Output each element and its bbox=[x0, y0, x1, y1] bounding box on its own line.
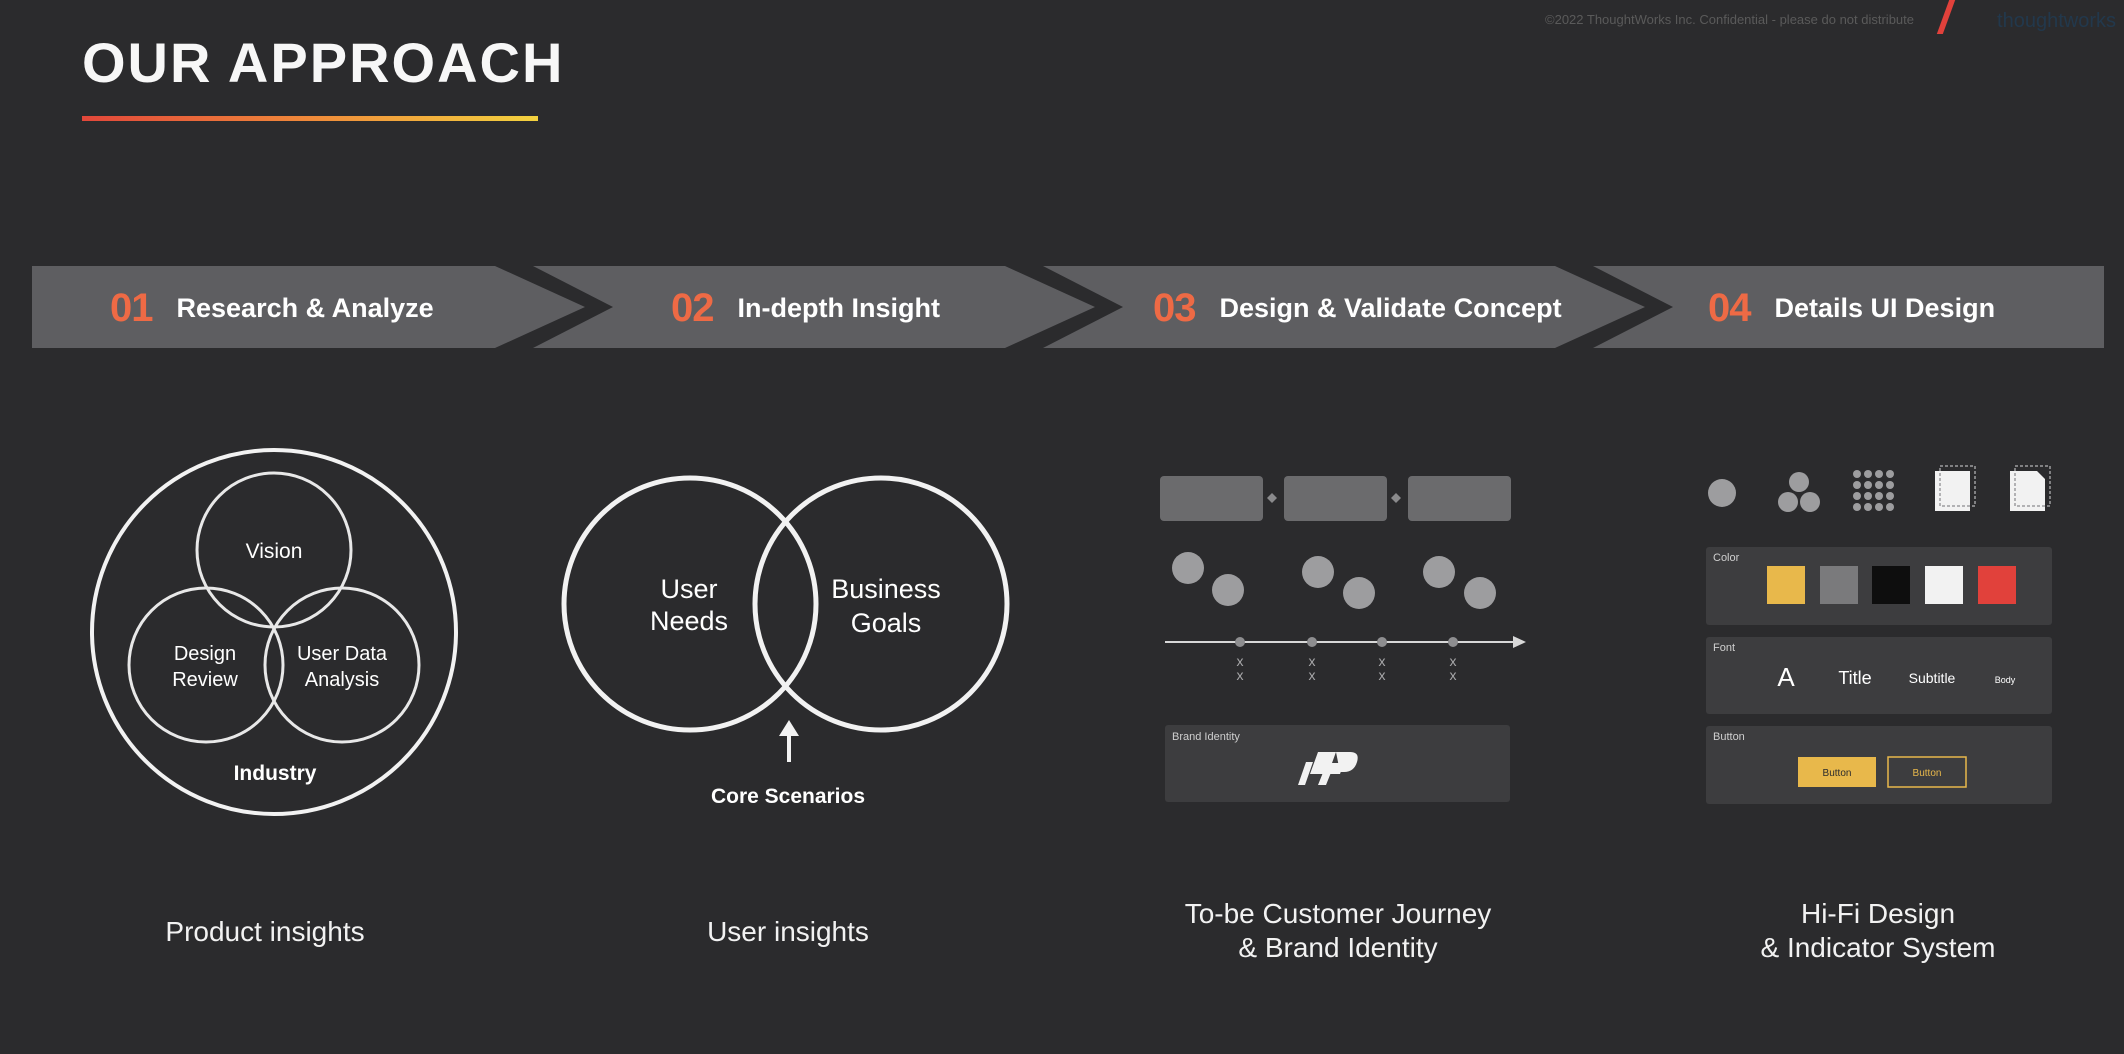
brand-logo-icon bbox=[1298, 752, 1358, 785]
brand-identity-label: Brand Identity bbox=[1172, 731, 1240, 743]
user-data-label: User Data bbox=[297, 643, 388, 665]
svg-text:x: x bbox=[1450, 667, 1457, 683]
font-panel-label: Font bbox=[1713, 642, 1735, 654]
customer-journey-diagram: x x x x x x x x Brand Identity bbox=[1160, 476, 1526, 802]
design-review-circle bbox=[127, 586, 285, 744]
button-panel bbox=[1706, 726, 2052, 804]
caption-customer-journey: To-be Customer Journey & Brand Identity bbox=[1184, 898, 1492, 963]
grid-icon bbox=[1853, 470, 1894, 511]
svg-text:x: x bbox=[1379, 667, 1386, 683]
core-scenarios-label: Core Scenarios bbox=[711, 785, 865, 808]
journey-stages bbox=[1160, 476, 1511, 521]
business-goals-label: Business bbox=[831, 574, 941, 604]
color-swatches bbox=[1767, 566, 2016, 604]
caption-product-insights: Product insights bbox=[165, 916, 365, 947]
svg-text:x: x bbox=[1379, 653, 1386, 669]
step-title: In-depth Insight bbox=[737, 292, 940, 323]
step-chevron-4 bbox=[1593, 266, 2104, 348]
caption-hifi-design: Hi-Fi Design & Indicator System bbox=[1760, 898, 1996, 963]
title-underline bbox=[82, 116, 538, 121]
hifi-design-diagram: Color Font A Title Subtitle Body Button … bbox=[1706, 465, 2052, 804]
caption-user-insights: User insights bbox=[707, 916, 869, 947]
step-chevron-3 bbox=[1043, 266, 1645, 348]
step-3: 03 Design & Validate Concept bbox=[1153, 284, 1562, 332]
persona-dots bbox=[1172, 552, 1496, 609]
step-title: Research & Analyze bbox=[176, 292, 434, 323]
business-goals-circle bbox=[752, 475, 1010, 733]
sample-secondary-button-label: Button bbox=[1913, 768, 1942, 779]
page-icon bbox=[1935, 465, 1976, 511]
timeline-x-marks: x x x x x x x x bbox=[1237, 653, 1457, 683]
font-sample-title: Title bbox=[1838, 668, 1871, 688]
step-number: 03 bbox=[1153, 285, 1196, 330]
business-goals-label: Goals bbox=[851, 608, 922, 638]
arrow-up-icon bbox=[779, 720, 799, 762]
step-chevron-2 bbox=[533, 266, 1095, 348]
page-title: OUR APPROACH bbox=[82, 31, 565, 94]
confidential-notice: ©2022 ThoughtWorks Inc. Confidential - p… bbox=[1545, 12, 1914, 27]
product-insights-diagram: Vision Design Review User Data Analysis … bbox=[90, 448, 458, 816]
step-2: 02 In-depth Insight bbox=[671, 284, 940, 332]
font-sample-body: Body bbox=[1995, 675, 2016, 685]
sample-primary-button bbox=[1798, 757, 1876, 787]
svg-text:x: x bbox=[1309, 667, 1316, 683]
step-title: Design & Validate Concept bbox=[1219, 292, 1562, 323]
dot-icon bbox=[1708, 479, 1736, 507]
cluster-icon bbox=[1778, 472, 1820, 512]
industry-label: Industry bbox=[234, 762, 317, 785]
step-number: 01 bbox=[110, 285, 153, 330]
company-logo: thoughtworks bbox=[1997, 10, 2116, 32]
page-folded-icon bbox=[2010, 465, 2051, 511]
user-data-label: Analysis bbox=[305, 669, 379, 691]
user-insights-diagram: User Needs Business Goals Core Scenarios bbox=[561, 475, 1010, 808]
user-needs-label: Needs bbox=[650, 606, 728, 636]
sample-primary-button-label: Button bbox=[1823, 768, 1852, 779]
step-number: 02 bbox=[671, 285, 714, 330]
component-icons bbox=[1708, 470, 1894, 512]
user-data-circle bbox=[263, 586, 421, 744]
design-review-label: Design bbox=[174, 643, 236, 665]
step-title: Details UI Design bbox=[1774, 292, 1996, 323]
font-sample-a: A bbox=[1777, 662, 1795, 692]
svg-text:x: x bbox=[1237, 653, 1244, 669]
step-1: 01 Research & Analyze bbox=[110, 284, 434, 332]
user-needs-circle bbox=[561, 475, 819, 733]
svg-text:x: x bbox=[1237, 667, 1244, 683]
timeline bbox=[1165, 636, 1526, 648]
industry-circle bbox=[90, 448, 458, 816]
vision-label: Vision bbox=[246, 540, 303, 563]
color-panel-label: Color bbox=[1713, 552, 1740, 564]
step-number: 04 bbox=[1708, 285, 1751, 330]
svg-text:x: x bbox=[1450, 653, 1457, 669]
font-sample-subtitle: Subtitle bbox=[1909, 670, 1956, 686]
step-chevron-1 bbox=[32, 266, 585, 348]
sample-secondary-button bbox=[1887, 756, 1967, 788]
step-4: 04 Details UI Design bbox=[1708, 284, 1995, 332]
font-panel bbox=[1706, 637, 2052, 714]
svg-text:x: x bbox=[1309, 653, 1316, 669]
design-review-label: Review bbox=[172, 669, 238, 691]
user-needs-label: User bbox=[660, 574, 717, 604]
button-panel-label: Button bbox=[1713, 731, 1745, 743]
